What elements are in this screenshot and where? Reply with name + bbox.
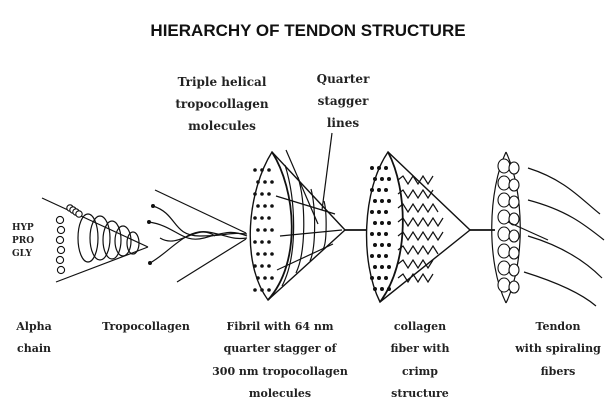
residue-label-gly: GLY xyxy=(12,249,32,259)
caption-tendon-line-2: with spiraling xyxy=(514,342,601,355)
callout-triple-helical-line-3: molecules xyxy=(188,119,256,133)
caption-fibril-line-1: Fibril with 64 nm xyxy=(227,320,334,333)
callout-quarter-stagger-line-2: stagger xyxy=(318,94,369,108)
fibril-drawing xyxy=(250,133,372,300)
caption-tropocollagen-line-1: Tropocollagen xyxy=(102,320,190,333)
callout-quarter-stagger: Quarter stagger lines xyxy=(317,72,370,130)
callout-quarter-stagger-line-3: lines xyxy=(327,116,359,130)
caption-fibril-line-2: quarter stagger of xyxy=(224,342,338,355)
caption-tendon-line-3: fibers xyxy=(541,365,576,378)
caption-alpha-chain: Alpha chain xyxy=(15,320,52,355)
caption-fiber-line-3: crimp xyxy=(402,365,438,378)
alpha-chain-drawing xyxy=(42,198,148,282)
caption-tendon-line-1: Tendon xyxy=(536,320,581,333)
caption-fibril-line-3: 300 nm tropocollagen xyxy=(212,365,348,378)
callout-triple-helical-line-2: tropocollagen xyxy=(175,97,268,111)
caption-tropocollagen: Tropocollagen xyxy=(102,320,190,333)
tropocollagen-drawing xyxy=(147,190,247,282)
tendon-drawing xyxy=(492,152,604,306)
callout-triple-helical-line-1: Triple helical xyxy=(178,75,267,89)
callout-triple-helical: Triple helical tropocollagen molecules xyxy=(175,75,268,133)
caption-collagen-fiber: collagen fiber with crimp structure xyxy=(390,320,449,400)
caption-fiber-line-1: collagen xyxy=(394,320,446,333)
caption-alpha-line-2: chain xyxy=(17,342,51,355)
residue-labels: HYP PRO GLY xyxy=(12,223,34,259)
callout-quarter-stagger-line-1: Quarter xyxy=(317,72,370,86)
caption-fibril: Fibril with 64 nm quarter stagger of 300… xyxy=(212,320,348,400)
caption-tendon: Tendon with spiraling fibers xyxy=(514,320,601,378)
residue-label-hyp: HYP xyxy=(12,223,34,233)
caption-fiber-line-2: fiber with xyxy=(390,342,449,355)
caption-fiber-line-4: structure xyxy=(391,387,449,400)
caption-alpha-line-1: Alpha xyxy=(15,320,52,333)
collagen-fiber-drawing xyxy=(367,152,495,302)
caption-fibril-line-4: molecules xyxy=(249,387,311,400)
residue-label-pro: PRO xyxy=(12,236,34,246)
diagram-title: HIERARCHY OF TENDON STRUCTURE xyxy=(150,21,465,40)
